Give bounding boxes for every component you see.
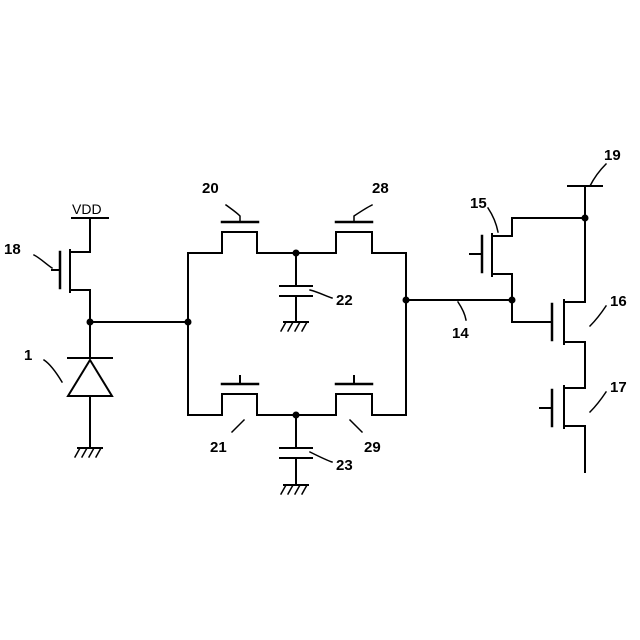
label-21: 21 xyxy=(210,439,227,456)
transistor-18 xyxy=(34,250,90,292)
ground-photodiode xyxy=(75,448,102,457)
terminal-19 xyxy=(568,164,606,222)
transistor-17 xyxy=(540,342,606,472)
vdd-label: VDD xyxy=(72,201,102,217)
ground-capacitor-23 xyxy=(281,485,308,494)
transistor-29 xyxy=(336,376,406,432)
node-wire-pd xyxy=(87,319,192,326)
label-20: 20 xyxy=(202,180,219,197)
transistor-28 xyxy=(336,205,406,253)
label-29: 29 xyxy=(364,439,381,456)
label-19: 19 xyxy=(604,147,621,164)
label-23: 23 xyxy=(336,457,353,474)
line-14 xyxy=(406,297,516,321)
capacitor-23 xyxy=(280,415,332,485)
capacitor-22 xyxy=(280,253,332,322)
label-15: 15 xyxy=(470,195,487,212)
transistor-15 xyxy=(470,208,585,322)
label-28: 28 xyxy=(372,180,389,197)
transistor-21 xyxy=(188,376,258,432)
label-18: 18 xyxy=(4,241,21,258)
label-17: 17 xyxy=(610,379,627,396)
transistor-20 xyxy=(188,205,258,253)
label-16: 16 xyxy=(610,293,627,310)
label-22: 22 xyxy=(336,292,353,309)
label-1: 1 xyxy=(24,347,32,364)
label-14: 14 xyxy=(452,325,469,342)
transistor-16 xyxy=(512,218,606,344)
ground-capacitor-22 xyxy=(281,322,308,331)
junction-dot xyxy=(87,319,94,326)
vdd-supply: VDD xyxy=(72,201,108,252)
photodiode-1 xyxy=(44,290,112,448)
right-rail xyxy=(403,253,410,415)
